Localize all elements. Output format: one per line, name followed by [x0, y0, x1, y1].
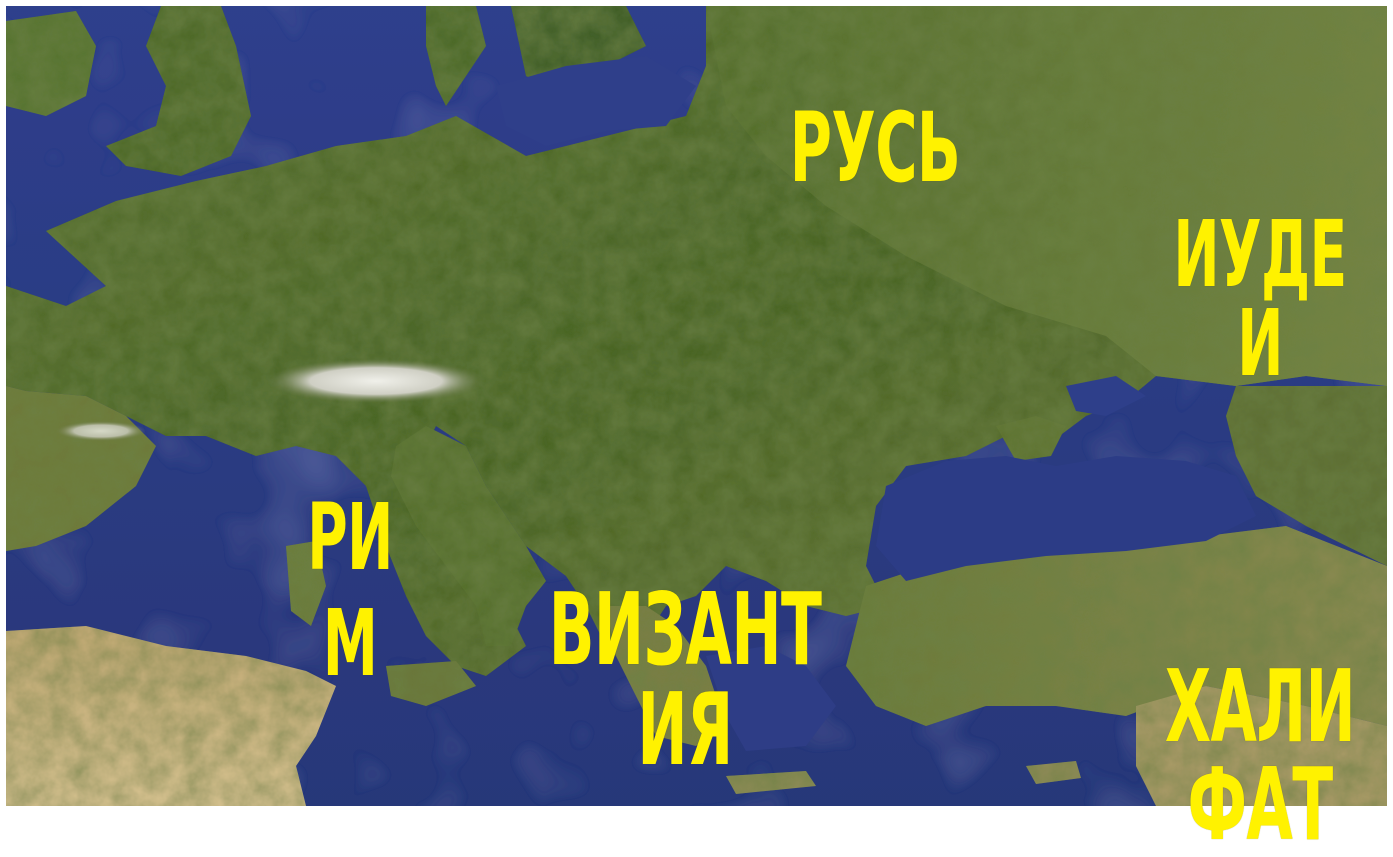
land-eastern-plains [706, 6, 1387, 386]
land-cyprus [1026, 761, 1081, 784]
land-crimea [996, 416, 1066, 461]
label-iudei-line-2: И [1237, 290, 1283, 398]
label-vizantiya-line-1: ВИЗАНТ [548, 571, 822, 688]
land-caucasus [1226, 386, 1387, 566]
label-rim-line-1: РИ [307, 484, 393, 591]
baltic-sea [496, 56, 696, 146]
land-levant [1136, 686, 1387, 806]
label-rus: РУСЬ [764, 100, 986, 196]
label-iudei: ИУДЕ И [1158, 201, 1362, 398]
label-iudei-line-1: ИУДЕ [1173, 201, 1347, 308]
label-rim-line-2: М [322, 589, 378, 697]
alps-snow [266, 359, 486, 403]
black-sea [876, 456, 1256, 581]
land-great-britain [106, 6, 251, 176]
satellite-map-europe [6, 6, 1387, 806]
label-halifat-line-2: ФАТ [1187, 746, 1333, 857]
label-vizantiya: ВИЗАНТ ИЯ [538, 580, 832, 780]
pyrenees-snow [56, 421, 146, 441]
land-denmark [426, 6, 486, 106]
land-italy [391, 426, 546, 646]
land-sardinia-corsica [286, 541, 326, 626]
land-ireland [6, 11, 96, 116]
sea-of-azov [1066, 376, 1146, 416]
land-anatolia [846, 526, 1387, 726]
label-rus-line-1: РУСЬ [789, 92, 961, 204]
label-halifat-line-1: ХАЛИ [1164, 648, 1356, 765]
label-vizantiya-line-2: ИЯ [637, 671, 733, 788]
land-north-africa [6, 626, 336, 806]
label-halifat: ХАЛИ ФАТ [1140, 648, 1380, 857]
land-sicily [386, 661, 476, 706]
land-greece [606, 606, 726, 746]
label-rim: РИ М [248, 485, 452, 697]
land-crete [726, 771, 816, 794]
aegean-sea [706, 646, 836, 751]
